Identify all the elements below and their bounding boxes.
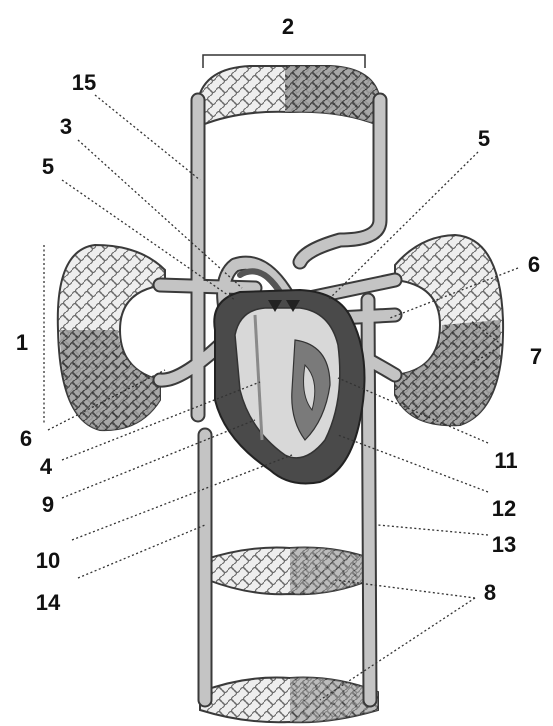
label-4: 4	[40, 454, 53, 479]
label-2: 2	[282, 14, 294, 39]
middle-lower-capillary-bed	[203, 548, 375, 595]
label-5-left: 5	[42, 154, 54, 179]
label-15: 15	[72, 70, 96, 95]
label-3: 3	[60, 114, 72, 139]
label-1: 1	[16, 330, 28, 355]
left-lung-capillary-bed	[58, 245, 165, 430]
label-5-right: 5	[478, 126, 490, 151]
label-10: 10	[36, 548, 60, 573]
right-lung-capillary-bed	[395, 235, 503, 425]
label-7: 7	[530, 344, 542, 369]
label-11: 11	[494, 448, 517, 473]
heart	[214, 290, 364, 484]
label-14: 14	[36, 590, 61, 615]
label-9: 9	[42, 492, 54, 517]
label-13: 13	[492, 532, 516, 557]
label-8: 8	[484, 580, 496, 605]
label-12: 12	[492, 496, 516, 521]
upper-capillary-bed	[198, 66, 380, 125]
label-6-left: 6	[20, 426, 32, 451]
label-6-right: 6	[528, 252, 540, 277]
bottom-capillary-bed	[200, 678, 378, 723]
